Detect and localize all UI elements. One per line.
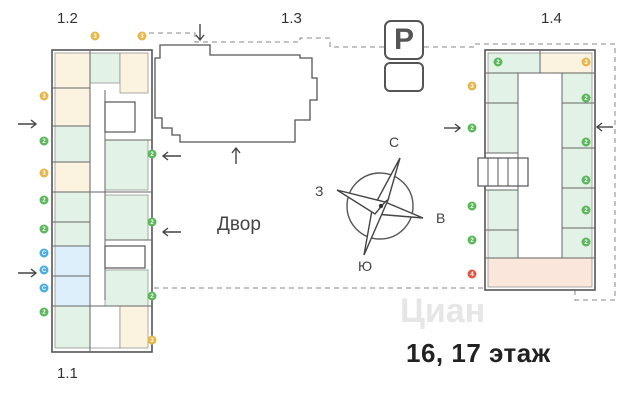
compass-rose — [336, 157, 424, 256]
svg-text:2: 2 — [42, 139, 46, 145]
compass-east-label: В — [436, 210, 446, 226]
room-badges-west: 3 2 3 2 2 C C C 2 3 3 2 2 2 3 — [39, 31, 157, 345]
arrow-icon — [161, 151, 181, 161]
parking-sign: P — [384, 20, 424, 60]
svg-text:2: 2 — [584, 208, 588, 214]
badge: C — [39, 248, 49, 258]
badge: 2 — [467, 201, 477, 211]
building-1-3 — [154, 44, 318, 143]
building-1-2-1-1 — [51, 49, 153, 353]
badge: 2 — [581, 205, 591, 215]
compass-north-label: С — [389, 134, 400, 150]
building-label-1-2: 1.2 — [57, 10, 78, 27]
svg-text:C: C — [42, 251, 47, 257]
svg-text:2: 2 — [496, 60, 500, 66]
svg-text:3: 3 — [42, 94, 46, 100]
arrow-icon — [231, 146, 241, 164]
apartments-west — [54, 52, 149, 349]
svg-text:2: 2 — [42, 198, 46, 204]
svg-text:2: 2 — [150, 294, 154, 300]
svg-text:2: 2 — [584, 96, 588, 102]
svg-text:3: 3 — [150, 338, 154, 344]
svg-text:2: 2 — [42, 227, 46, 233]
svg-text:2: 2 — [584, 178, 588, 184]
room-badges-east: 2 3 3 2 2 2 2 2 2 2 2 4 — [467, 57, 591, 279]
svg-text:2: 2 — [470, 238, 474, 244]
badge: 2 — [467, 123, 477, 133]
badge: 2 — [581, 237, 591, 247]
badge: 2 — [39, 136, 49, 146]
badge: 3 — [90, 31, 100, 41]
svg-text:3: 3 — [42, 171, 46, 177]
badge: 4 — [467, 269, 477, 279]
floor-label: 16, 17 этаж — [406, 338, 551, 368]
svg-text:2: 2 — [470, 126, 474, 132]
svg-text:C: C — [42, 286, 47, 292]
svg-text:2: 2 — [150, 152, 154, 158]
svg-text:3: 3 — [93, 34, 97, 40]
building-label-1-3: 1.3 — [281, 10, 302, 27]
svg-text:2: 2 — [470, 204, 474, 210]
compass-west-label: З — [315, 183, 324, 199]
svg-text:C: C — [42, 268, 47, 274]
svg-text:3: 3 — [584, 60, 588, 66]
badge: C — [39, 265, 49, 275]
badge: 2 — [39, 224, 49, 234]
building-label-1-1: 1.1 — [57, 365, 78, 382]
svg-text:3: 3 — [470, 84, 474, 90]
badge: 3 — [137, 31, 147, 41]
badge: 3 — [39, 91, 49, 101]
badge: 2 — [147, 291, 157, 301]
badge: 2 — [493, 57, 503, 67]
badge: 2 — [39, 195, 49, 205]
arrow-icon — [195, 24, 205, 42]
site-boundary — [140, 32, 616, 301]
arrow-icon — [18, 119, 38, 129]
badge: 2 — [581, 137, 591, 147]
watermark: Циан — [400, 292, 486, 330]
compass-south-label: Ю — [358, 258, 373, 274]
svg-text:2: 2 — [42, 310, 46, 316]
badge: 2 — [147, 217, 157, 227]
badge: 2 — [581, 175, 591, 185]
badge: 2 — [39, 307, 49, 317]
building-1-4 — [477, 49, 596, 291]
arrow-icon — [161, 227, 181, 237]
badge: 3 — [581, 57, 591, 67]
svg-text:3: 3 — [140, 34, 144, 40]
svg-text:2: 2 — [150, 220, 154, 226]
arrow-icon — [595, 122, 613, 132]
svg-text:2: 2 — [584, 240, 588, 246]
badge: 3 — [467, 81, 477, 91]
badge: 3 — [39, 168, 49, 178]
svg-text:4: 4 — [470, 272, 474, 278]
parking-entry-sign — [384, 62, 424, 92]
badge: 2 — [147, 149, 157, 159]
badge: 2 — [467, 235, 477, 245]
arrow-icon — [444, 123, 462, 133]
badge: 2 — [581, 93, 591, 103]
badge: C — [39, 283, 49, 293]
building-label-1-4: 1.4 — [541, 10, 562, 27]
yard-label: Двор — [217, 214, 261, 235]
entrance-arrows — [18, 24, 613, 278]
badge: 3 — [147, 335, 157, 345]
svg-text:2: 2 — [584, 140, 588, 146]
arrow-icon — [18, 268, 38, 278]
